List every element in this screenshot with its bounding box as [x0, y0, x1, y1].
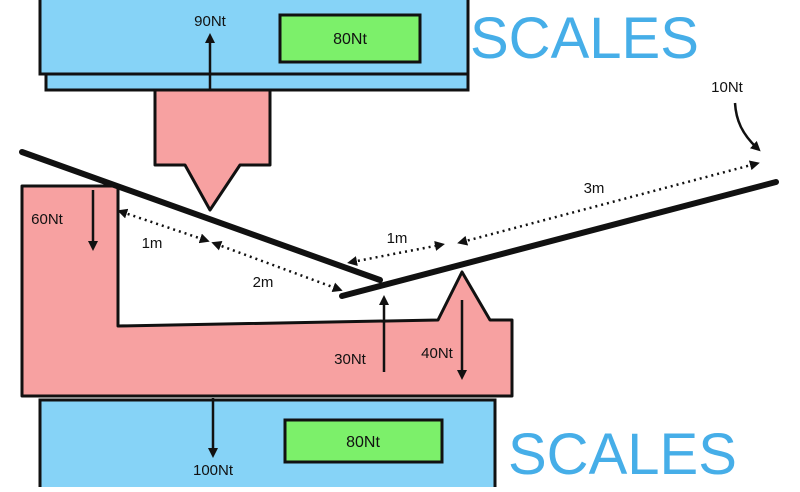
dist-right-a-label: 1m	[387, 230, 408, 247]
top-scale: 80Nt	[38, 0, 470, 92]
dist-right-b-label: 3m	[584, 180, 605, 197]
top-scale-reading: 80Nt	[333, 31, 367, 48]
dist-left-a-arrow	[117, 208, 210, 244]
bottom-scale-force-label: 100Nt	[193, 462, 234, 479]
dist-right-b-arrow	[457, 160, 760, 246]
dist-left-b-label: 2m	[253, 274, 274, 291]
bottom-scales-title: SCALES	[508, 422, 737, 487]
top-scales-title: SCALES	[470, 6, 699, 71]
top-wedge	[153, 88, 272, 212]
far-right-force-label: 10Nt	[711, 79, 744, 96]
dist-left-a-label: 1m	[142, 235, 163, 252]
peak-down-force-label: 40Nt	[421, 345, 454, 362]
left-down-force-label: 60Nt	[31, 211, 64, 228]
top-scale-force-label: 90Nt	[194, 13, 227, 30]
bottom-scale-reading: 80Nt	[346, 434, 380, 451]
bottom-scale-display	[283, 418, 444, 464]
bottom-scale: 80Nt	[38, 398, 497, 492]
top-scale-display	[278, 13, 422, 64]
l-support	[20, 184, 514, 398]
far-right-force-arrow	[733, 102, 761, 152]
top-scale-base	[44, 72, 470, 92]
dist-left-b-arrow	[211, 241, 343, 292]
pivot-up-force-label: 30Nt	[334, 351, 367, 368]
dist-right-a-arrow	[347, 241, 445, 266]
